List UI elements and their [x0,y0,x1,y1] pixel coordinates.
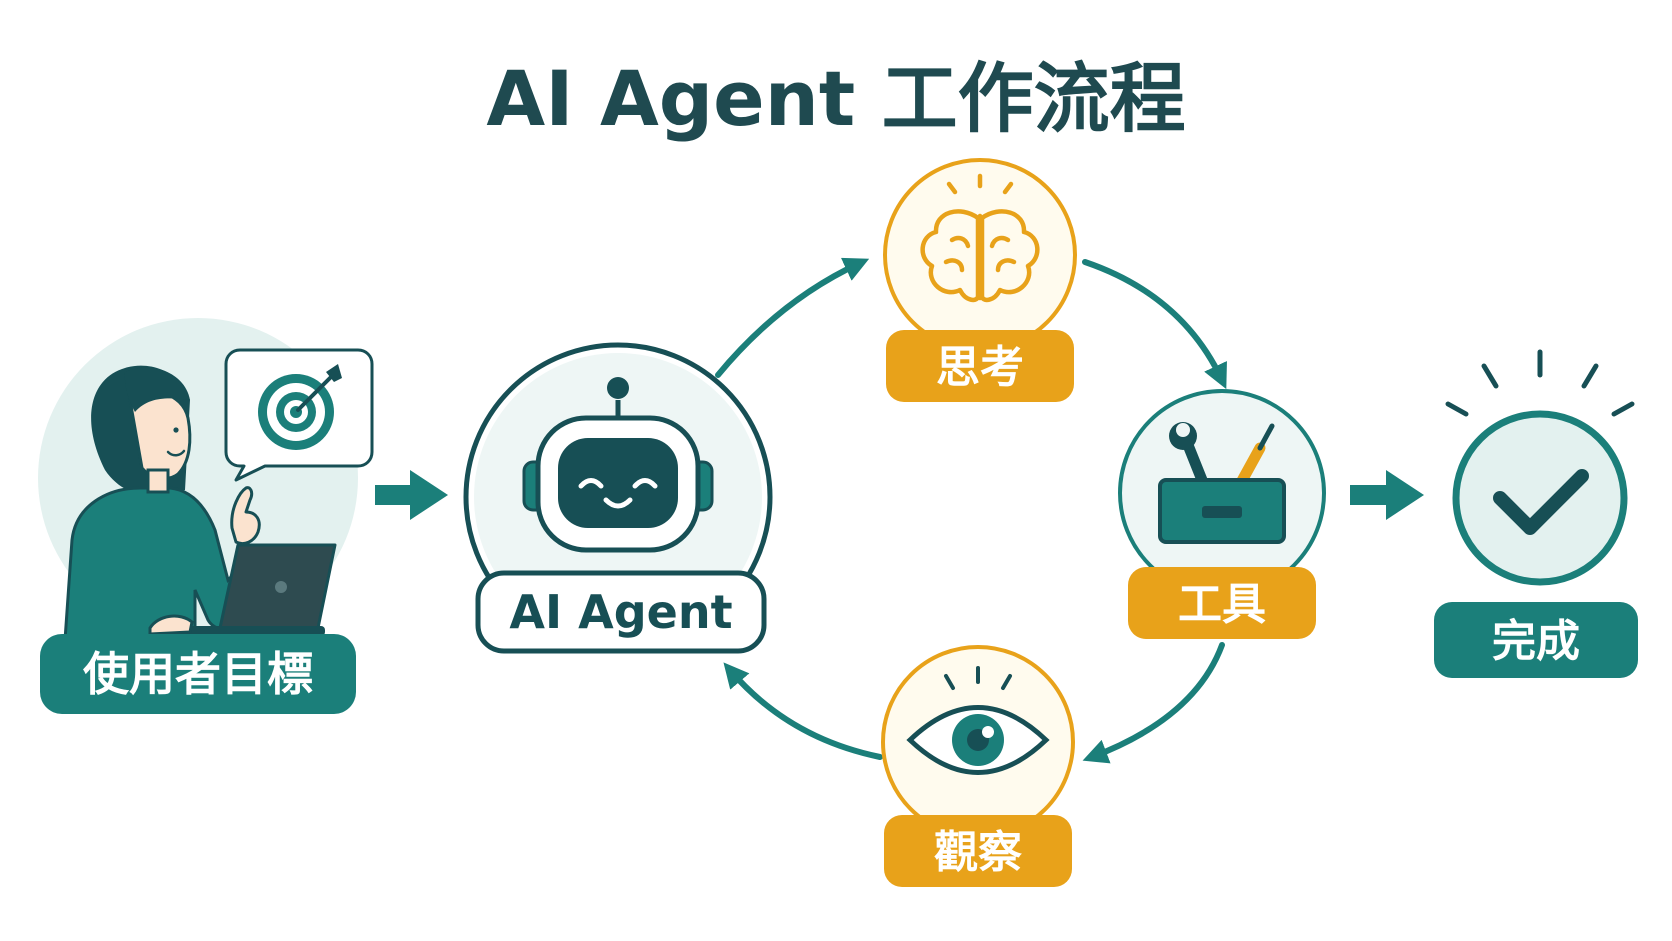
toolbox-icon [1158,478,1286,544]
brain-icon [920,173,1040,303]
user-goal-label: 使用者目標 [83,647,313,701]
ai-agent-pill [475,570,767,654]
checkmark-icon [1493,469,1589,535]
person-icon [63,365,274,642]
eye-icon [906,666,1050,775]
user-goal-pill [40,634,356,714]
laptop-icon [148,543,337,636]
cycle-arrow-icon [715,257,1227,764]
ai-agent-label: AI Agent [509,585,732,639]
think-pill [886,330,1074,402]
tools-label: 工具 [1178,579,1266,630]
observe-pill [884,815,1072,887]
done-node: 完成 [1434,349,1638,678]
observe-node: 觀察 [881,645,1075,887]
done-rays [1445,349,1635,417]
observe-label: 觀察 [934,827,1022,878]
arrow-right-icon [375,470,448,520]
arrow-right-icon [1350,470,1424,520]
target-icon [258,364,342,450]
think-label: 思考 [936,342,1024,393]
speech-bubble [224,348,374,482]
done-pill [1434,602,1638,678]
user-goal-node: 使用者目標 [38,318,374,714]
page-title: AI Agent 工作流程 [486,54,1185,143]
ai-agent-node: AI Agent [463,342,773,654]
robot-icon [522,377,714,553]
tools-node: 工具 [1118,389,1326,639]
done-label: 完成 [1492,616,1580,667]
think-node: 思考 [883,158,1077,402]
tools-pill [1128,567,1316,639]
